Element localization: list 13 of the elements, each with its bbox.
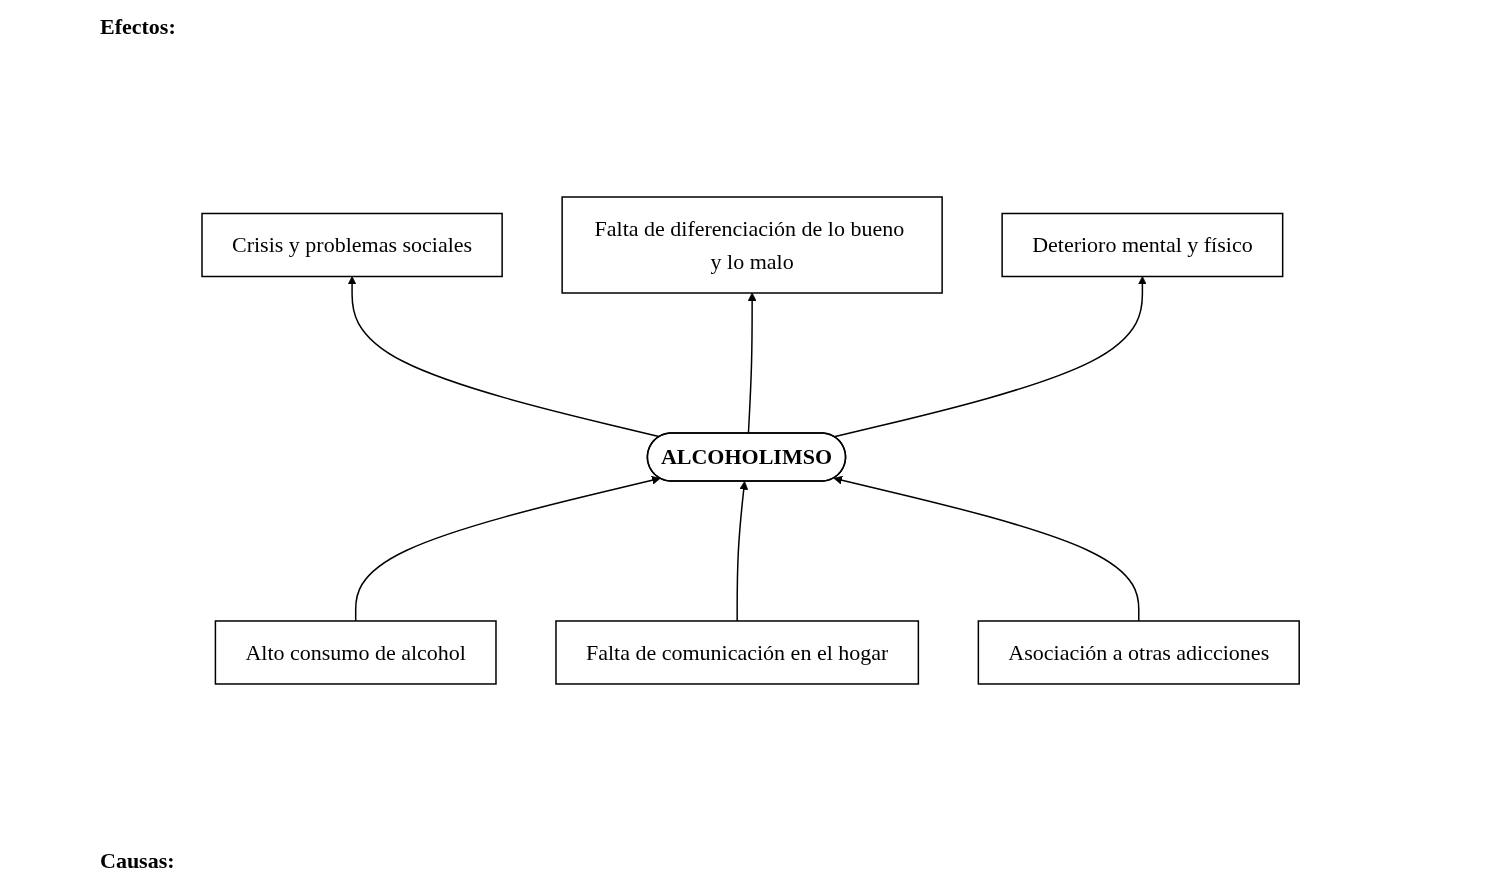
- section-heading: Efectos:: [100, 14, 176, 40]
- node-box: Falta de diferenciación de lo bueno y lo malo: [561, 195, 944, 294]
- arrow: [355, 475, 661, 622]
- arrow: [833, 475, 1140, 622]
- node-box: Crisis y problemas sociales: [201, 212, 504, 277]
- node-box: Falta de comunicación en el hogar: [555, 619, 920, 685]
- node-box: Asociación a otras adicciones: [978, 619, 1301, 685]
- node-box: Deterioro mental y físico: [1001, 212, 1284, 277]
- arrow: [833, 275, 1148, 438]
- node-box: Alto consumo de alcohol: [215, 619, 498, 685]
- section-heading: Causas:: [100, 848, 175, 874]
- arrow: [736, 480, 749, 622]
- arrow: [748, 292, 757, 434]
